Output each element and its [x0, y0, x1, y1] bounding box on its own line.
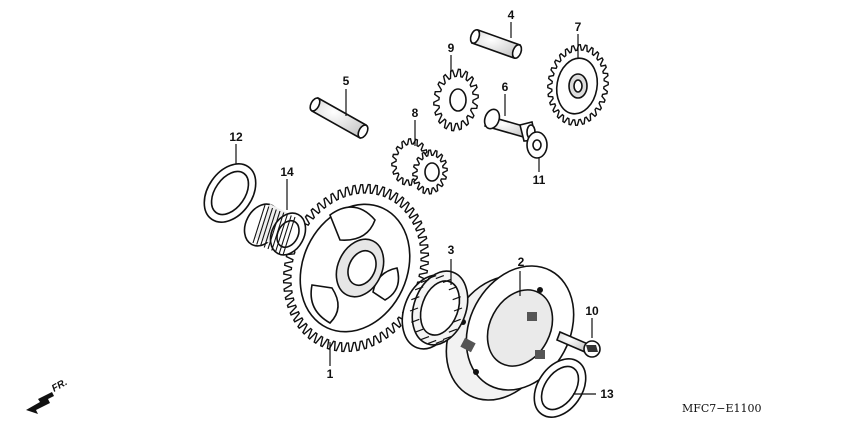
- part-number-7: 7: [575, 20, 582, 34]
- clutch-roller: [420, 278, 430, 283]
- starter-clutch-outer: [445, 265, 575, 401]
- needle-roller: [278, 215, 292, 254]
- clutch-roller: [435, 274, 445, 280]
- clutch-roller: [453, 307, 463, 312]
- part-number-8: 8: [412, 106, 419, 120]
- clutch-roller: [448, 328, 458, 333]
- needle-roller: [259, 207, 274, 247]
- clutch-roller: [442, 278, 452, 283]
- socket-bolt: [555, 330, 601, 358]
- needle-roller: [274, 213, 289, 253]
- clutch-roller: [427, 339, 437, 345]
- needle-roller: [252, 204, 266, 244]
- part-number-12: 12: [229, 130, 243, 144]
- needle-roller: [271, 212, 285, 251]
- diagram-code: MFC7−E1100: [682, 402, 762, 415]
- front-direction-arrow: FR.: [26, 377, 69, 414]
- clutch-roller: [427, 274, 437, 280]
- thrust-washer-large: [203, 163, 257, 223]
- clutch-roller: [420, 336, 430, 341]
- part-number-1: 1: [327, 367, 334, 381]
- part-number-6: 6: [502, 80, 509, 94]
- part-number-labels: 1 2 3 4 5 6 7 8 9 10 11 12 13 14: [229, 8, 614, 401]
- reduction-shaft: [483, 108, 537, 142]
- part-number-2: 2: [518, 255, 525, 269]
- washer-outer: [533, 358, 587, 418]
- starter-reduction-gear: [391, 138, 448, 195]
- part-number-11: 11: [533, 173, 546, 187]
- large-driven-gear: [282, 183, 430, 353]
- front-label: FR.: [50, 377, 69, 395]
- clutch-roller: [452, 296, 461, 301]
- needle-roller: [282, 216, 296, 256]
- clutch-roller: [435, 339, 445, 345]
- needle-roller: [256, 206, 270, 245]
- clutch-roller: [452, 318, 461, 323]
- leader-lines: [235, 22, 596, 395]
- thrust-washer-small: [526, 131, 548, 159]
- starter-idle-gear-large: [547, 43, 609, 127]
- clutch-roller: [448, 286, 458, 291]
- clutch-roller: [414, 328, 424, 333]
- starter-idle-gear-small: [433, 68, 479, 132]
- part-number-5: 5: [343, 74, 350, 88]
- clutch-roller: [442, 336, 452, 341]
- needle-roller: [267, 210, 281, 250]
- part-number-4: 4: [508, 8, 515, 22]
- clutch-roller: [411, 318, 420, 323]
- clutch-roller: [414, 286, 424, 291]
- part-number-13: 13: [600, 387, 614, 401]
- part-number-9: 9: [448, 41, 455, 55]
- part-number-14: 14: [280, 165, 294, 179]
- idle-gear-shaft-lower: [309, 96, 369, 140]
- clutch-roller: [411, 296, 420, 301]
- clutch-roller: [409, 307, 419, 312]
- part-number-3: 3: [448, 243, 455, 257]
- part-number-10: 10: [585, 304, 599, 318]
- one-way-clutch: [401, 270, 469, 350]
- idle-gear-shaft-upper: [469, 28, 523, 60]
- needle-roller: [263, 209, 277, 248]
- needle-bearing: [243, 203, 307, 256]
